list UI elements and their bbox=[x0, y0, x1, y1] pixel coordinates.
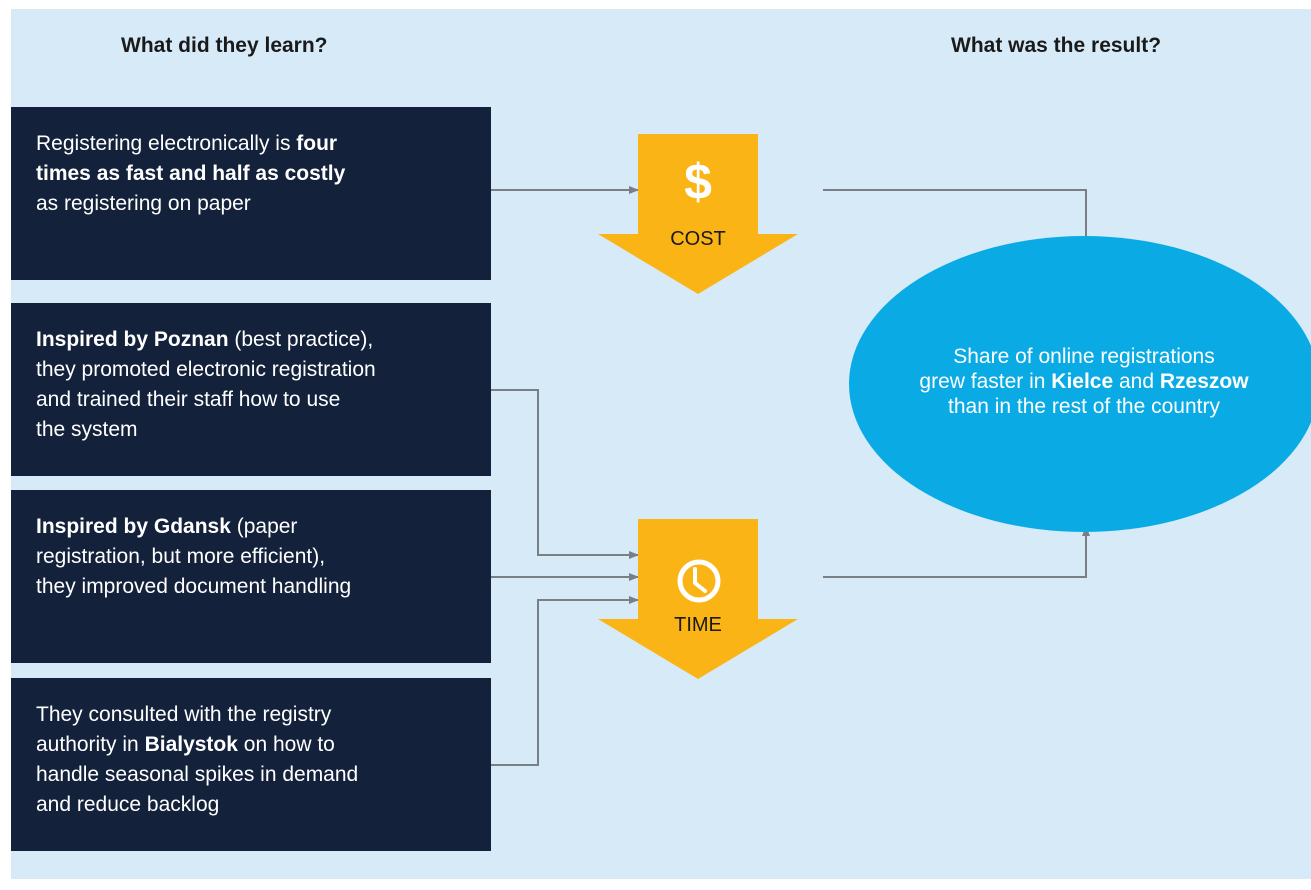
lesson1-bold-b: times as fast and half as costly bbox=[36, 162, 346, 185]
connector-lesson2-time bbox=[491, 389, 639, 559]
lesson-box-2: Inspired by Poznan (best practice), they… bbox=[11, 303, 491, 476]
lesson-box-1: Registering electronically is four times… bbox=[11, 107, 491, 280]
time-label: TIME bbox=[674, 614, 722, 636]
cost-factor: $ COST bbox=[598, 134, 798, 294]
lesson4-text-c: on how to bbox=[237, 733, 335, 756]
time-factor: TIME bbox=[598, 519, 798, 679]
lesson2-text-a: (best practice), bbox=[228, 328, 374, 351]
lesson4-text-d: handle seasonal spikes in demand bbox=[36, 763, 359, 786]
lesson4-bold: Bialystok bbox=[144, 733, 238, 756]
connectors bbox=[491, 186, 1090, 766]
lesson2-bold: Inspired by Poznan bbox=[36, 328, 229, 351]
result-text-a: Share of online registrations bbox=[953, 345, 1215, 368]
lesson2-text-b: they promoted electronic registration bbox=[36, 358, 376, 381]
result-text-c: and bbox=[1113, 370, 1160, 393]
left-heading: What did they learn? bbox=[121, 34, 328, 57]
lesson1-text: Registering electronically is bbox=[36, 132, 297, 155]
result-text-b: grew faster in bbox=[919, 370, 1052, 393]
lesson3-text-c: they improved document handling bbox=[36, 575, 352, 598]
lesson2-text-c: and trained their staff how to use bbox=[36, 388, 341, 411]
result-bold-kielce: Kielce bbox=[1051, 370, 1114, 393]
lesson3-text-a: (paper bbox=[230, 515, 298, 538]
lesson1-bold-a: four bbox=[296, 132, 338, 155]
cost-label: COST bbox=[670, 228, 726, 250]
result-text-d: than in the rest of the country bbox=[948, 395, 1220, 418]
right-heading: What was the result? bbox=[951, 34, 1162, 57]
lesson-box-3: Inspired by Gdansk (paper registration, … bbox=[11, 490, 491, 663]
diagram: What did they learn? What was the result… bbox=[11, 9, 1311, 879]
lesson3-bold: Inspired by Gdansk bbox=[36, 515, 231, 538]
lesson1-text-end: as registering on paper bbox=[36, 192, 251, 215]
connector-time-result bbox=[823, 526, 1090, 578]
lesson2-text-d: the system bbox=[36, 418, 138, 441]
result-ellipse: Share of online registrations grew faste… bbox=[849, 236, 1311, 532]
lesson-box-4: They consulted with the registry authori… bbox=[11, 678, 491, 851]
lesson4-text-a: They consulted with the registry bbox=[36, 703, 332, 726]
cost-arrow-shape bbox=[598, 134, 798, 294]
lesson4-text-b: authority in bbox=[36, 733, 145, 756]
dollar-icon: $ bbox=[684, 154, 712, 210]
result-bold-rzeszow: Rzeszow bbox=[1159, 370, 1249, 393]
lesson3-text-b: registration, but more efficient), bbox=[36, 545, 326, 568]
connector-lesson4-time bbox=[491, 596, 639, 766]
result-text: Share of online registrations grew faste… bbox=[849, 344, 1311, 419]
clock-icon bbox=[677, 559, 721, 603]
lesson4-text-e: and reduce backlog bbox=[36, 793, 220, 816]
